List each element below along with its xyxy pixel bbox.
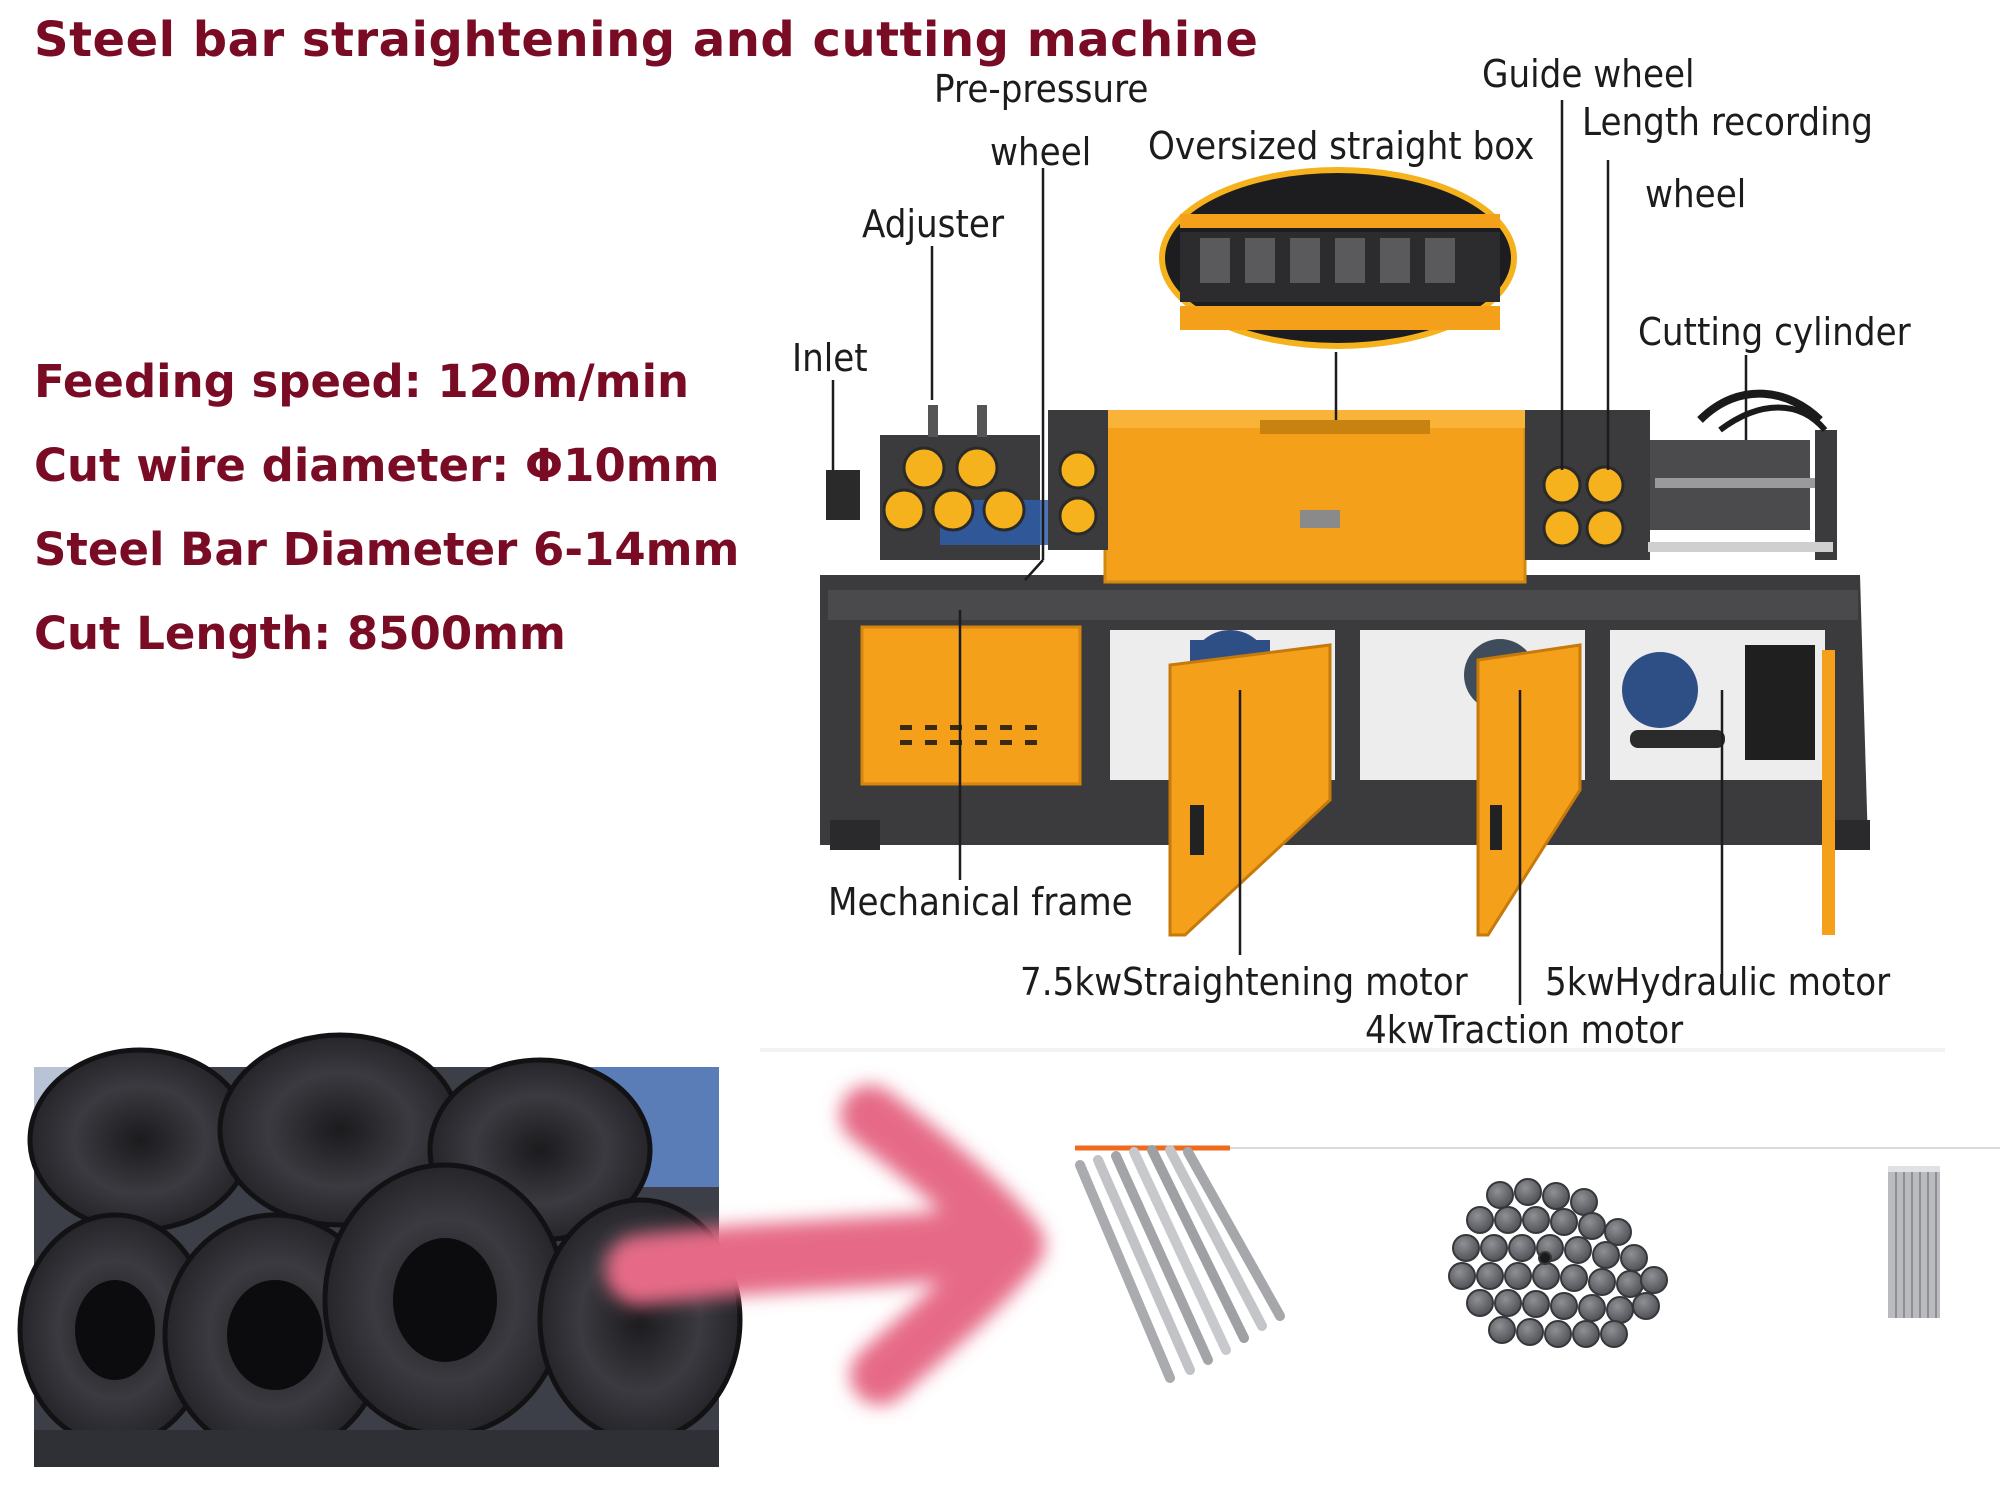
callout-inlet: Inlet — [792, 336, 868, 380]
callout-lines — [831, 100, 1748, 1005]
callout-straightening-motor: 7.5kwStraightening motor — [1020, 960, 1468, 1004]
machine — [820, 389, 1870, 937]
cut-bar-bundle-photo — [1448, 1178, 1668, 1348]
callout-length-recording-line1: Length recording — [1582, 100, 1873, 144]
process-arrow-icon — [605, 1085, 1045, 1405]
spec-feeding-speed: Feeding speed: 120m/min — [34, 355, 690, 408]
spec-steel-bar-diameter: Steel Bar Diameter 6-14mm — [34, 523, 740, 576]
callout-mechanical-frame: Mechanical frame — [828, 880, 1133, 924]
wire-coil-photo — [17, 1032, 743, 1467]
callout-oversized-straight-box: Oversized straight box — [1148, 124, 1535, 168]
straight-box-inset — [1159, 167, 1517, 349]
callout-adjuster: Adjuster — [862, 202, 1005, 246]
callout-hydraulic-motor: 5kwHydraulic motor — [1545, 960, 1891, 1004]
upright-bars-photo — [1888, 1166, 1940, 1318]
page-title: Steel bar straightening and cutting mach… — [34, 12, 1259, 68]
straight-bars-photo — [1075, 1145, 1285, 1383]
callout-pre-pressure-line1: Pre-pressure — [934, 67, 1149, 111]
spec-cut-wire-diameter: Cut wire diameter: Φ10mm — [34, 439, 720, 492]
callout-cutting-cylinder: Cutting cylinder — [1638, 310, 1911, 354]
callout-guide-wheel: Guide wheel — [1482, 52, 1695, 96]
callout-pre-pressure-line2: wheel — [990, 130, 1092, 174]
callout-length-recording-line2: wheel — [1645, 172, 1747, 216]
spec-cut-length: Cut Length: 8500mm — [34, 607, 566, 660]
callout-traction-motor: 4kwTraction motor — [1365, 1008, 1684, 1052]
